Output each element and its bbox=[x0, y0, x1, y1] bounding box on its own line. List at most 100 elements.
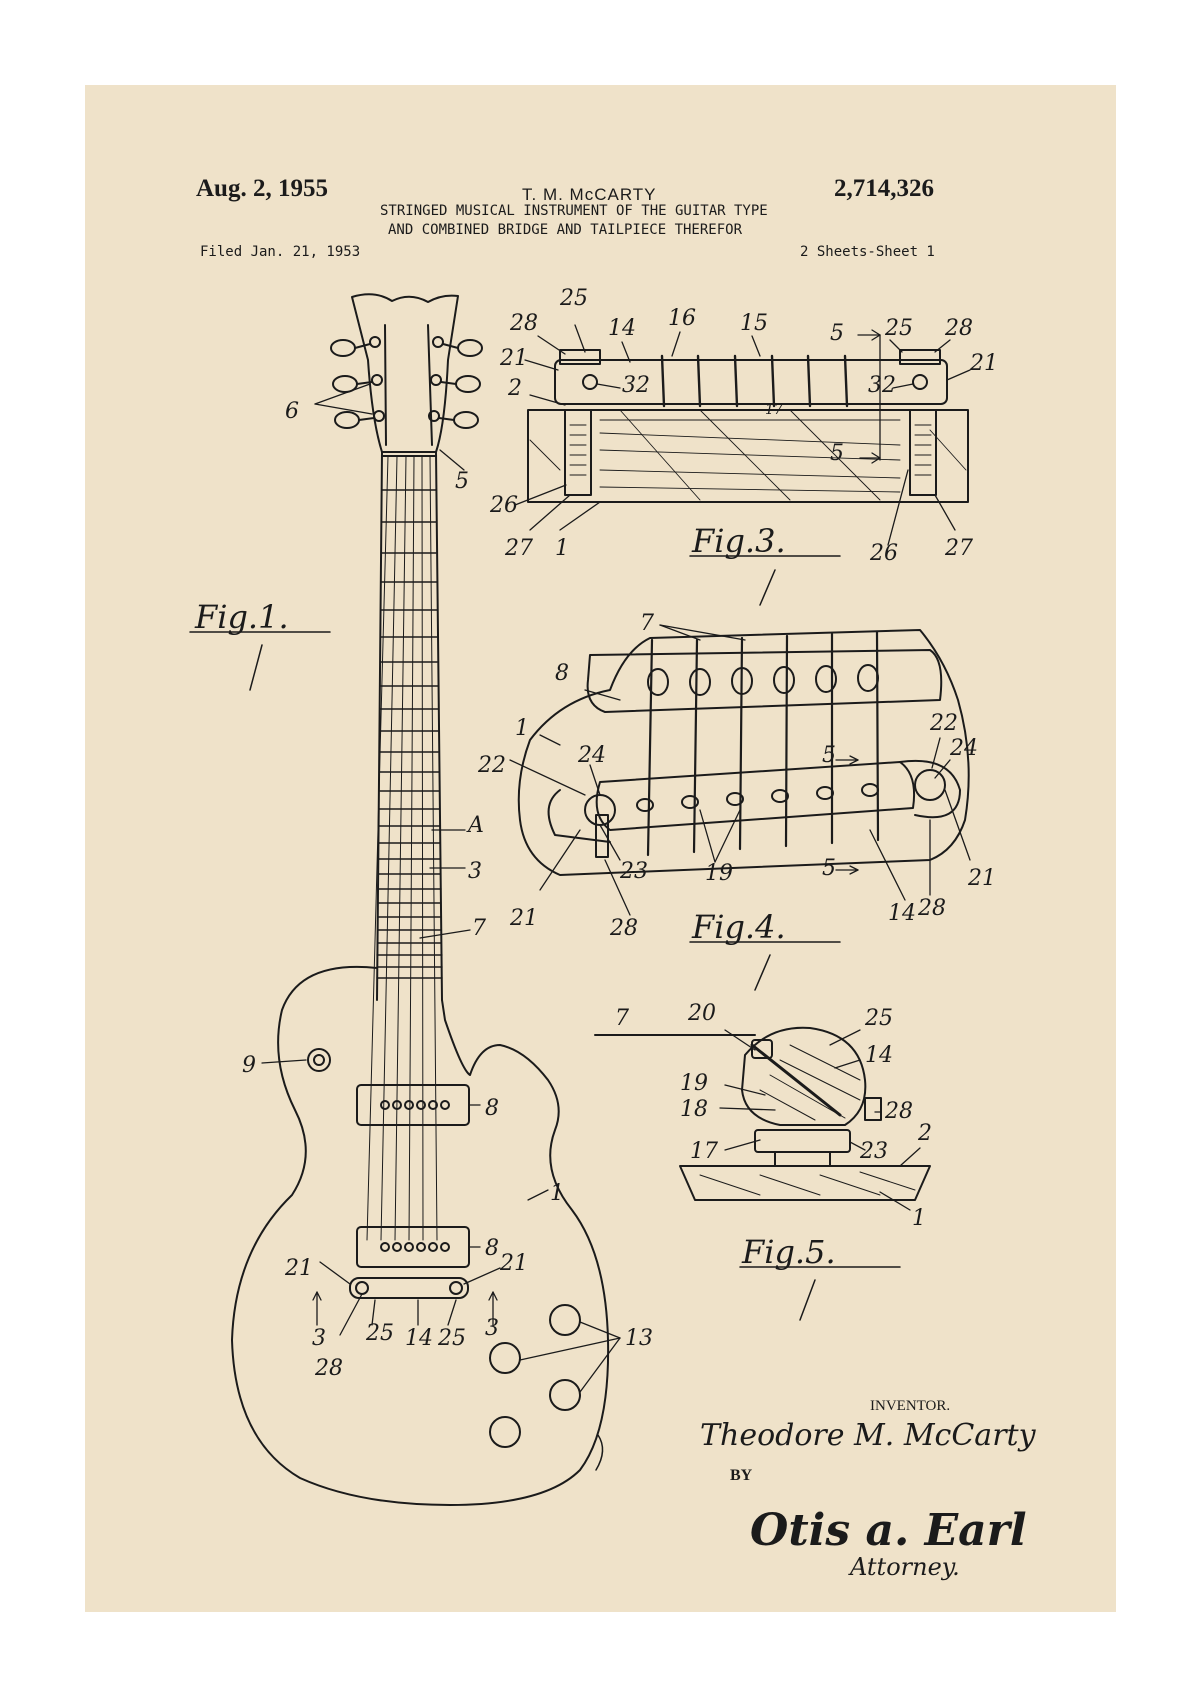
fig4-strings bbox=[646, 630, 880, 857]
by-caption: BY bbox=[730, 1467, 753, 1484]
bridge-pickup bbox=[356, 1226, 470, 1268]
f5-label-25: 25 bbox=[864, 1006, 893, 1031]
profile-hatching bbox=[759, 1044, 861, 1121]
f3-label-15: 15 bbox=[740, 311, 768, 336]
body-section bbox=[527, 409, 969, 503]
inventor-name: Theodore M. McCarty bbox=[700, 1418, 1037, 1453]
label-21b: 21 bbox=[499, 1251, 528, 1276]
label-25b: 25 bbox=[437, 1326, 466, 1351]
f4-label-28a: 28 bbox=[609, 916, 638, 941]
f5-label-1: 1 bbox=[912, 1206, 926, 1231]
pickup-cover bbox=[586, 649, 943, 713]
f4-label-8: 8 bbox=[555, 661, 569, 686]
fig4-leaders bbox=[509, 624, 971, 916]
f3-label-17: 17 bbox=[765, 402, 783, 418]
f3-label-28b: 28 bbox=[944, 316, 973, 341]
label-13: 13 bbox=[625, 1326, 653, 1351]
fig1-title: Fig.1. bbox=[194, 598, 289, 636]
f3-label-32a: 32 bbox=[622, 373, 650, 398]
filed-date: Filed Jan. 21, 1953 bbox=[200, 244, 361, 260]
f4-label-24b: 24 bbox=[949, 736, 978, 761]
control-knobs bbox=[489, 1304, 581, 1448]
f3-label-27a: 27 bbox=[504, 536, 533, 561]
fig5-leaders bbox=[719, 1029, 921, 1211]
neck bbox=[376, 451, 443, 1001]
f4-label-5a: 5 bbox=[822, 743, 836, 768]
f4-label-21b: 21 bbox=[967, 866, 996, 891]
inventor-header: T. M. McCARTY bbox=[522, 185, 657, 204]
f3-label-26b: 26 bbox=[869, 541, 898, 566]
reference-numerals: 6 5 A 3 7 9 8 8 1 21 21 3 3 25 14 25 28 … bbox=[194, 286, 1037, 1581]
pickup-poles bbox=[647, 664, 879, 696]
f5-label-28: 28 bbox=[884, 1099, 913, 1124]
fig3-title: Fig.3. bbox=[691, 522, 786, 560]
fig1-leaders bbox=[261, 383, 621, 1393]
f3-label-16: 16 bbox=[668, 306, 696, 331]
bridge-bar-perspective bbox=[595, 761, 916, 831]
fig3-bridge-section bbox=[514, 324, 971, 606]
fig5-detail bbox=[594, 1026, 931, 1321]
f4-label-7: 7 bbox=[640, 611, 654, 636]
bridge-profile bbox=[741, 1026, 867, 1126]
f3-label-2: 2 bbox=[507, 376, 522, 401]
label-A: A bbox=[466, 813, 484, 838]
f4-label-21a: 21 bbox=[509, 906, 538, 931]
label-8a: 8 bbox=[485, 1096, 499, 1121]
label-3: 3 bbox=[468, 859, 482, 884]
f4-label-5b: 5 bbox=[822, 856, 836, 881]
f4-label-22b: 22 bbox=[929, 711, 958, 736]
toggle-switch bbox=[307, 1048, 331, 1072]
tailpiece-bridge bbox=[349, 1277, 469, 1299]
label-28: 28 bbox=[314, 1356, 343, 1381]
f3-label-25a: 25 bbox=[559, 286, 588, 311]
fig5-title: Fig.5. bbox=[741, 1233, 836, 1271]
f3-label-5a: 5 bbox=[830, 321, 844, 346]
f3-label-14: 14 bbox=[608, 316, 636, 341]
f3-label-25b: 25 bbox=[884, 316, 913, 341]
f4-label-28b: 28 bbox=[917, 896, 946, 921]
neck-pickup bbox=[356, 1084, 470, 1126]
f5-label-20: 20 bbox=[687, 1001, 716, 1026]
frets bbox=[376, 489, 443, 979]
f4-label-22a: 22 bbox=[477, 753, 506, 778]
thumbwheel bbox=[754, 1129, 851, 1153]
f5-label-23: 23 bbox=[859, 1139, 888, 1164]
fig3-leaders bbox=[514, 324, 971, 546]
f5-label-2: 2 bbox=[917, 1121, 932, 1146]
label-8b: 8 bbox=[485, 1236, 499, 1261]
bridge-bar bbox=[554, 359, 948, 405]
f3-label-26a: 26 bbox=[489, 493, 518, 518]
tuner-pegs-right bbox=[428, 336, 483, 429]
f3-label-32b: 32 bbox=[868, 373, 896, 398]
attorney-caption: Attorney. bbox=[848, 1553, 960, 1581]
patent-number: 2,714,326 bbox=[834, 175, 934, 202]
fig4-title: Fig.4. bbox=[691, 908, 786, 946]
f3-label-27b: 27 bbox=[944, 536, 973, 561]
label-9: 9 bbox=[242, 1053, 256, 1078]
patent-sheet bbox=[85, 85, 1116, 1612]
label-1: 1 bbox=[550, 1181, 564, 1206]
torn-body-outline bbox=[517, 629, 970, 876]
fig1-guitar bbox=[189, 293, 621, 1506]
guitar-body bbox=[231, 965, 610, 1506]
f3-label-5b: 5 bbox=[830, 441, 844, 466]
f4-label-24a: 24 bbox=[577, 743, 606, 768]
sheet-count: 2 Sheets-Sheet 1 bbox=[800, 244, 935, 260]
f5-label-14: 14 bbox=[865, 1043, 893, 1068]
label-14: 14 bbox=[405, 1326, 433, 1351]
f4-label-1: 1 bbox=[515, 716, 529, 741]
threaded-studs bbox=[569, 424, 932, 476]
f3-label-28a: 28 bbox=[509, 311, 538, 336]
label-5: 5 bbox=[455, 469, 469, 494]
label-7: 7 bbox=[472, 916, 486, 941]
f4-label-23: 23 bbox=[619, 859, 648, 884]
label-3a: 3 bbox=[312, 1326, 326, 1351]
patent-title-line1: STRINGED MUSICAL INSTRUMENT OF THE GUITA… bbox=[380, 203, 768, 219]
strings bbox=[366, 455, 438, 1241]
label-6: 6 bbox=[285, 399, 299, 424]
f3-label-21b: 21 bbox=[969, 351, 998, 376]
f3-label-21a: 21 bbox=[499, 346, 528, 371]
tuner-pegs-left bbox=[330, 336, 385, 429]
attorney-signature: Otis a. Earl bbox=[750, 1505, 1027, 1556]
f4-label-19: 19 bbox=[705, 861, 733, 886]
